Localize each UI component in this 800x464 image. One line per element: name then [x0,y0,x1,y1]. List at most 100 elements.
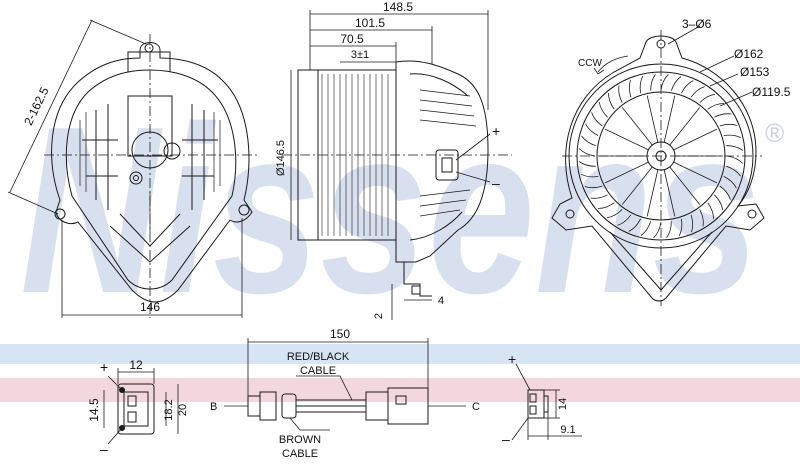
impeller-spoke [669,107,701,146]
ccw-label: CCW [578,58,602,69]
impeller-blade [628,79,632,98]
red-black-leader [296,375,353,401]
holes-label: 3–Ø6 [682,17,712,31]
cr-width-label: 9.1 [560,424,575,436]
cable-wires [296,399,366,413]
rear-right-lug [238,204,250,216]
impeller-blade [681,80,694,94]
impeller-spoke [604,128,649,151]
brown-leader [289,417,330,431]
cl-plus: + [100,359,108,375]
red-black-label-1: RED/BLACK [287,351,350,363]
impeller-blade [707,202,714,220]
red-black-label-2: CABLE [300,365,336,377]
cl-minus: – [100,441,108,457]
rear-ribs [82,104,218,263]
impeller-spoke [663,169,676,217]
watermark-band-blue [0,344,800,364]
connector-left-pin-bot [127,411,137,423]
impeller-blade [699,93,716,103]
dia-162-label: Ø162 [734,47,764,61]
impeller-blade [719,185,731,200]
ccw-arrowhead [593,67,605,75]
cl-outer-label: 20 [177,404,189,416]
side-mount-foot [403,262,432,297]
terminal-plus-label: + [492,123,500,139]
impeller-blade [618,85,623,103]
brown-label-1: BROWN [279,434,321,446]
impeller-blade [690,214,694,233]
end-b-label: B [210,401,217,413]
motor-housing [395,60,489,263]
impeller-blade [606,209,623,219]
motor-housing-inner [409,73,469,241]
dia153-leader [709,73,739,87]
cl-minus-leader [107,427,123,445]
connector-right-pin-bot [529,405,537,415]
end-c-label: C [472,401,480,413]
impeller-blade [597,202,615,209]
cr-plus-leader [515,363,531,391]
ccw-arrow [597,55,629,73]
impeller-blade [590,194,608,199]
connector-left-pin-top [127,395,137,407]
impeller-blade [639,75,644,94]
plus-leader [455,133,491,161]
rear-screw-inner [133,175,139,181]
rear-housing-inner [65,69,237,290]
cl-inner-label: 18.2 [163,399,175,420]
rear-diag-dim-line [9,19,93,193]
impeller-spoke [673,128,718,151]
cable-connector-c-latch [395,395,407,405]
rear-view [51,42,253,303]
impeller-blade [640,221,652,236]
impeller-blade [714,194,724,211]
impeller-blade [723,176,737,189]
rear-screw [129,171,143,185]
cl-width-label: 12 [129,358,143,372]
impeller-blade [726,145,744,151]
impeller-blade [617,214,632,226]
watermark-band-pink [0,378,800,402]
impeller-blade [581,135,596,147]
brown-label-2: CABLE [282,448,318,460]
impeller-spoke [604,161,649,184]
impeller-blade [723,134,742,139]
side-connector [435,149,459,181]
impeller-spoke [669,166,701,205]
terminal-minus-label: – [492,175,500,191]
cable-connector-b-body [259,391,277,421]
impeller-blade [670,76,682,91]
dim-diameter: Ø146.5 [275,140,287,176]
front-right-hole [747,209,757,219]
connector-right-pin-top [529,393,537,403]
impeller-blade [608,92,615,110]
dim-101: 101.5 [355,16,385,30]
impeller-blade [584,185,603,189]
cr-minus-leader [511,417,529,441]
rear-grille [79,112,221,232]
rear-width-dim: 146 [140,300,160,314]
front-blades [578,73,744,239]
impeller-blade [719,123,738,127]
impeller-blade [650,73,656,91]
impeller-spoke [646,95,659,143]
rear-top-hole [144,43,154,53]
cable-length-label: 150 [330,327,350,341]
connector-right [527,389,549,419]
impeller-blade [580,173,599,178]
cl-plus-leader [107,375,123,391]
dim-148: 148.5 [383,0,413,14]
rear-housing-outline [51,42,253,303]
impeller-blade [628,218,641,232]
dia-119-label: Ø119.5 [752,85,791,99]
cr-plus: + [508,351,516,367]
impeller-blade [699,209,704,227]
side-connector-plug [441,157,453,173]
rear-left-lug [54,208,66,220]
dim-70: 70.5 [340,32,364,46]
connector-right-tab [543,395,549,413]
impeller-blade [690,86,705,98]
